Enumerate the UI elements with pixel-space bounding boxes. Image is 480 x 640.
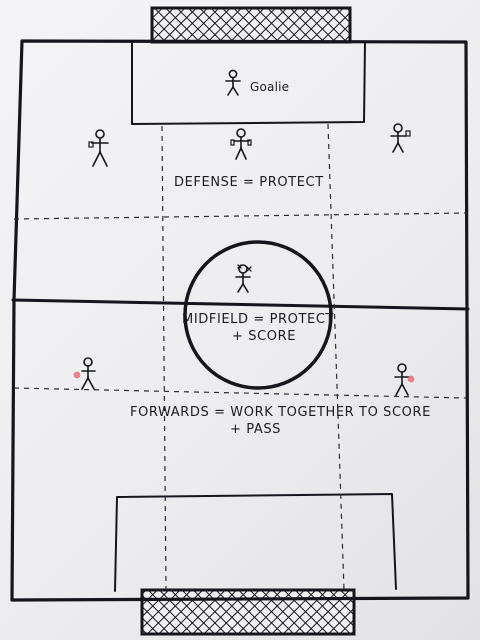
right-channel-line — [327, 123, 345, 591]
top-penalty-box — [131, 41, 366, 125]
defender-left-stick-figure — [88, 129, 109, 167]
goalie-stick-figure — [225, 69, 241, 96]
defense-zone-line — [13, 212, 469, 220]
defender-right-stick-figure — [390, 123, 411, 153]
forward-left-stick-figure — [81, 357, 96, 390]
forward-right-stick-figure — [394, 363, 410, 396]
left-channel-line — [161, 125, 167, 591]
top-goal-net — [150, 6, 352, 44]
forward-left-ball-marker — [73, 371, 81, 379]
halfway-line — [11, 298, 470, 311]
forwards-label-line1: FORWARDS = WORK TOGETHER TO SCORE — [130, 405, 431, 420]
defender-center-stick-figure — [230, 128, 252, 160]
center-circle — [183, 240, 333, 390]
forwards-label-line2: + PASS — [230, 422, 281, 437]
midfield-label-line1: MIDFIELD = PROTECT — [182, 312, 334, 327]
bottom-goal-net — [140, 588, 356, 636]
midfield-label-line2: + SCORE — [232, 329, 296, 344]
goalie-label: Goalie — [250, 80, 289, 94]
bottom-penalty-box — [114, 493, 397, 592]
defense-label: DEFENSE = PROTECT — [174, 175, 324, 190]
forward-right-ball-marker — [407, 375, 415, 383]
field-boundary — [10, 39, 470, 602]
midfielder-stick-figure — [235, 264, 252, 293]
